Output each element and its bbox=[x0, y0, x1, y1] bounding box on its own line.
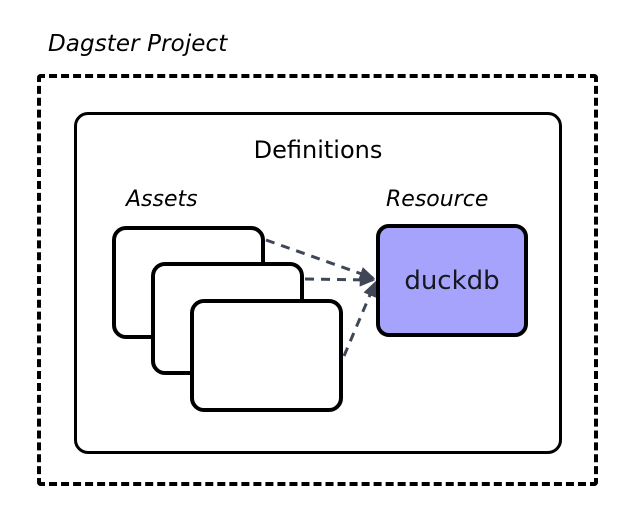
definitions-label: Definitions bbox=[253, 136, 383, 164]
resource-node-label: duckdb bbox=[404, 265, 500, 296]
resource-group-label: Resource bbox=[386, 187, 489, 212]
asset-card[interactable] bbox=[190, 299, 343, 412]
page-title: Dagster Project bbox=[48, 31, 228, 57]
resource-node-duckdb[interactable]: duckdb bbox=[376, 224, 528, 337]
project-boundary bbox=[37, 74, 598, 486]
assets-group-label: Assets bbox=[126, 187, 198, 212]
